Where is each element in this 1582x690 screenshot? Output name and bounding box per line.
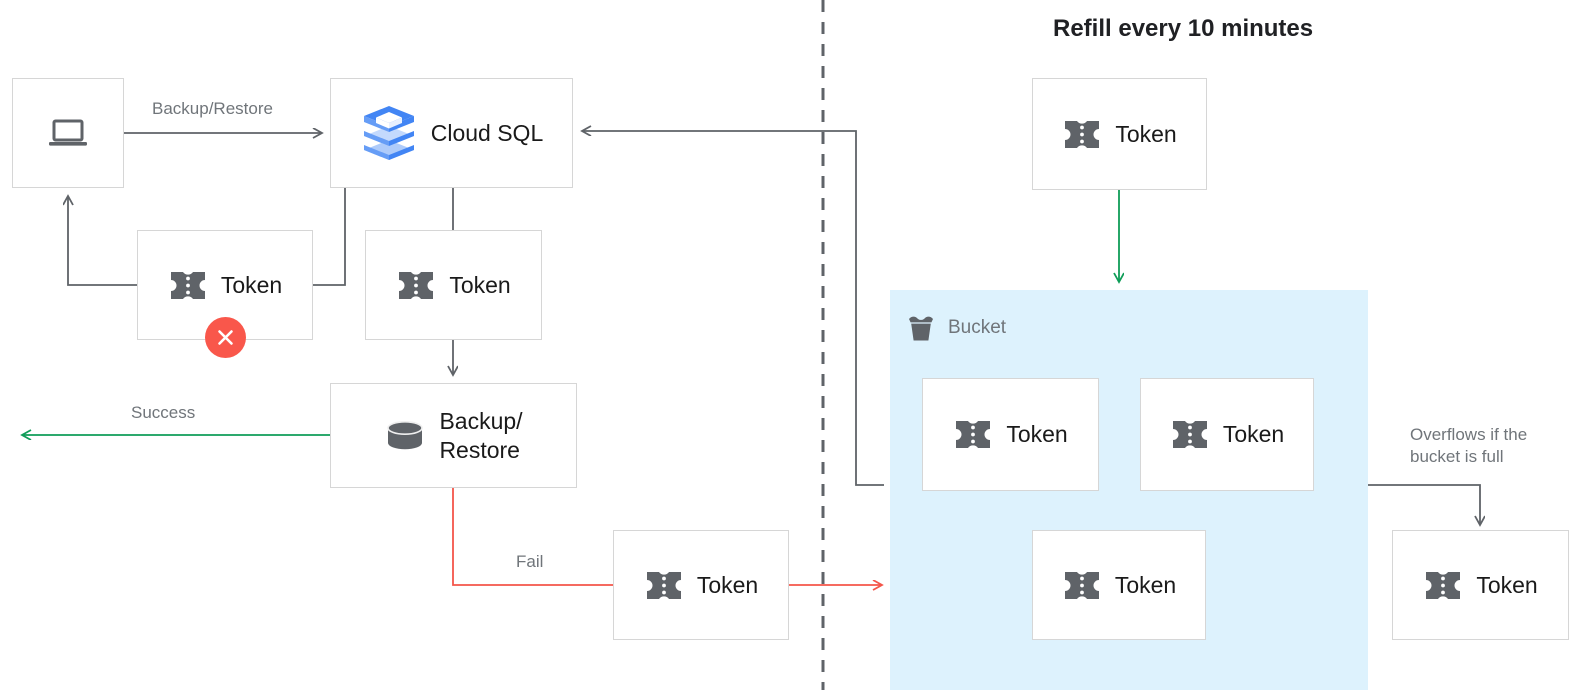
node-backup-restore[interactable]: Backup/ Restore [330, 383, 577, 488]
bucket-icon [909, 316, 933, 341]
edge-label-overflow: Overflows if the bucket is full [1410, 425, 1528, 467]
token-icon [399, 271, 434, 299]
node-cloud-sql[interactable]: Cloud SQL [330, 78, 573, 188]
token-icon [1065, 120, 1100, 148]
edge-bucket-to-cloudsql [582, 131, 884, 486]
edge-token-failed-to-client [68, 196, 137, 286]
bucket-label: Bucket [948, 317, 1007, 338]
bucket-caption: Bucket [905, 313, 1006, 343]
node-token-bucket-1-label: Token [1006, 421, 1068, 448]
node-backup-restore-label: Backup/ Restore [439, 408, 523, 463]
edge-label-backup-restore: Backup/Restore [152, 99, 273, 118]
page-title: Refill every 10 minutes [1053, 15, 1314, 42]
database-icon [387, 420, 424, 449]
token-icon [956, 421, 991, 448]
node-token-fail-return-label: Token [696, 571, 759, 598]
x-glyph [218, 330, 233, 345]
node-token-fail-return[interactable]: Token [613, 530, 789, 640]
node-token-bucket-3-label: Token [1114, 571, 1177, 598]
node-token-bucket-2-label: Token [1222, 421, 1285, 448]
edge-label-success: Success [131, 403, 196, 422]
edge-bucket-overflow [1358, 484, 1480, 525]
node-token-refill-label: Token [1115, 120, 1177, 147]
edge-label-fail: Fail [516, 552, 544, 571]
token-icon [1172, 421, 1207, 448]
token-icon [1064, 571, 1099, 599]
node-token-bucket-1[interactable]: Token [922, 378, 1099, 491]
node-token-refill[interactable]: Token [1032, 78, 1207, 190]
error-x-icon [205, 317, 246, 358]
node-token-bucket-3[interactable]: Token [1032, 530, 1206, 640]
token-icon [1426, 571, 1461, 599]
node-cloud-sql-label: Cloud SQL [430, 119, 544, 146]
node-token-consumed[interactable]: Token [365, 230, 542, 340]
node-token-overflow-label: Token [1476, 571, 1538, 598]
edge-cloudsql-to-token-failed [313, 188, 346, 286]
cloud-sql-icon [363, 106, 414, 160]
token-icon [646, 571, 681, 599]
token-icon [170, 271, 205, 299]
node-token-failed-label: Token [220, 271, 283, 298]
edge-backup-fail [452, 488, 613, 586]
node-token-bucket-2[interactable]: Token [1140, 378, 1314, 491]
node-client[interactable] [12, 78, 124, 188]
node-token-consumed-label: Token [449, 271, 511, 298]
laptop-icon [49, 119, 87, 146]
node-token-overflow[interactable]: Token [1392, 530, 1569, 640]
